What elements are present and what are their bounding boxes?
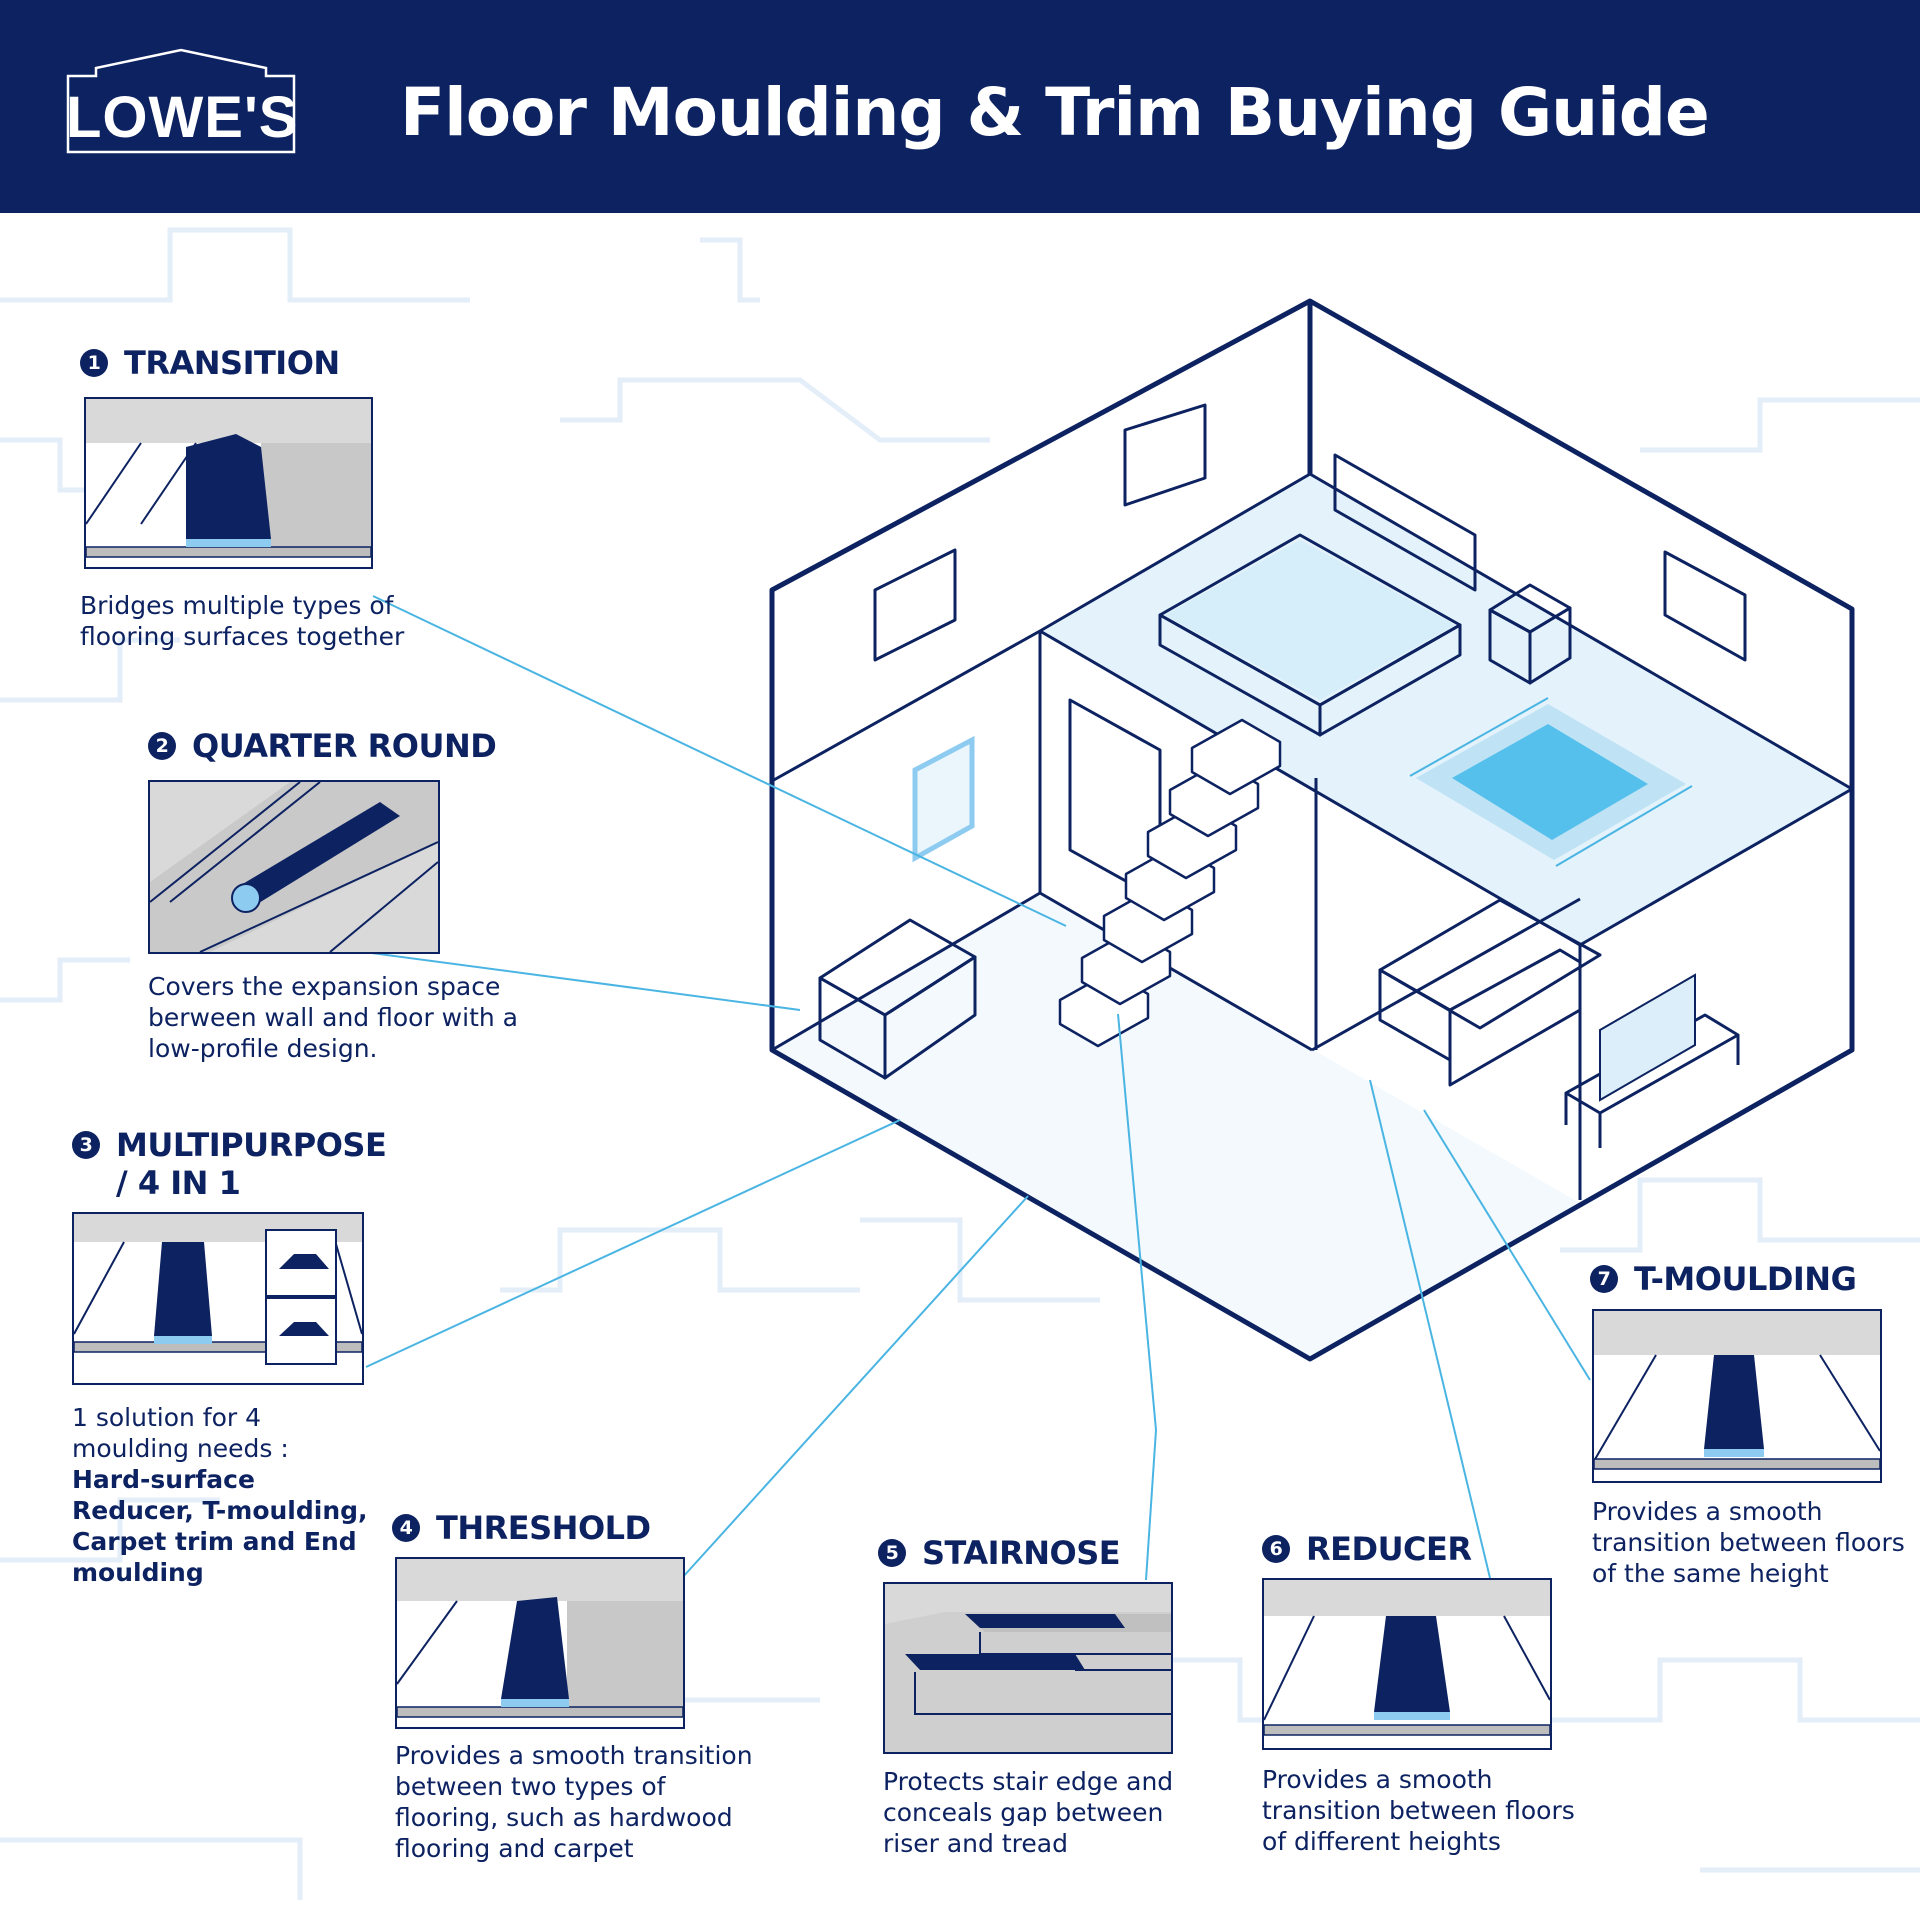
number-badge: 1 — [80, 349, 108, 377]
multipurpose-description-bold: Hard-surface Reducer, T-moulding, Carpet… — [72, 1465, 368, 1587]
number-badge: 3 — [72, 1131, 100, 1159]
transition-description: Bridges multiple types of flooring surfa… — [80, 591, 405, 651]
transition-heading: 1 TRANSITION — [80, 344, 340, 382]
number-badge: 7 — [1590, 1265, 1618, 1293]
logo-text: LOWE'S — [66, 85, 299, 150]
t-moulding-description: Provides a smooth transition between flo… — [1592, 1497, 1905, 1588]
lowes-logo-icon — [66, 48, 296, 154]
multipurpose-description-text: 1 solution for 4 moulding needs : — [72, 1403, 289, 1463]
quarter-round-description: Covers the expansion space berween wall … — [148, 972, 518, 1063]
threshold-heading: 4 THRESHOLD — [392, 1509, 651, 1547]
number-badge: 4 — [392, 1514, 420, 1542]
page-title: Floor Moulding & Trim Buying Guide — [400, 74, 1710, 151]
stairnose-title: STAIRNOSE — [922, 1534, 1121, 1572]
multipurpose-title: MULTIPURPOSE / 4 IN 1 — [116, 1126, 387, 1202]
header-banner — [0, 0, 1920, 213]
reducer-title: REDUCER — [1306, 1530, 1472, 1568]
threshold-description: Provides a smooth transition between two… — [395, 1741, 753, 1863]
stairnose-illustration — [883, 1582, 1173, 1754]
number-badge: 2 — [148, 732, 176, 760]
multipurpose-illustration — [72, 1212, 364, 1385]
transition-title: TRANSITION — [124, 344, 340, 382]
t-moulding-illustration — [1592, 1309, 1882, 1483]
threshold-illustration — [395, 1557, 685, 1729]
multipurpose-description: 1 solution for 4 moulding needs : Hard-s… — [72, 1402, 372, 1588]
t-moulding-title: T-MOULDING — [1634, 1260, 1857, 1298]
quarter-round-heading: 2 QUARTER ROUND — [148, 727, 497, 765]
reducer-description: Provides a smooth transition between flo… — [1262, 1765, 1575, 1856]
reducer-illustration — [1262, 1578, 1552, 1750]
transition-illustration — [84, 397, 373, 569]
stairnose-heading: 5 STAIRNOSE — [878, 1534, 1121, 1572]
quarter-round-title: QUARTER ROUND — [192, 727, 497, 765]
threshold-title: THRESHOLD — [436, 1509, 651, 1547]
t-moulding-heading: 7 T-MOULDING — [1590, 1260, 1857, 1298]
quarter-round-illustration — [148, 780, 440, 954]
reducer-heading: 6 REDUCER — [1262, 1530, 1472, 1568]
stairnose-description: Protects stair edge and conceals gap bet… — [883, 1767, 1174, 1858]
number-badge: 6 — [1262, 1535, 1290, 1563]
multipurpose-heading: 3 MULTIPURPOSE / 4 IN 1 — [72, 1126, 387, 1202]
number-badge: 5 — [878, 1539, 906, 1567]
